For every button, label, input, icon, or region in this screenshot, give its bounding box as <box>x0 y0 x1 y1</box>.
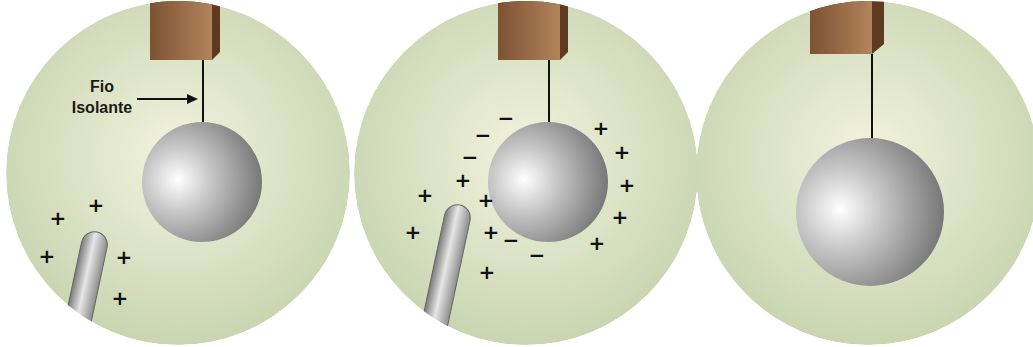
charge-sign: − <box>498 108 515 128</box>
charge-sign: + <box>417 185 434 205</box>
panel <box>6 0 350 347</box>
charge-sign: + <box>483 222 500 242</box>
charge-sign: + <box>612 207 629 227</box>
charge-sign: − <box>503 230 520 250</box>
charge-sign: + <box>455 170 472 190</box>
charge-sign: + <box>39 246 56 266</box>
charge-sign: + <box>478 190 495 210</box>
charge-sign: + <box>50 208 67 228</box>
charge-sign: − <box>475 125 492 145</box>
part-label: Fio Isolante <box>70 77 134 119</box>
charge-sign: + <box>112 288 129 308</box>
charge-sign: + <box>116 247 133 267</box>
charge-sign: + <box>88 195 105 215</box>
panel <box>354 0 698 347</box>
charge-sign: + <box>614 142 631 162</box>
charge-sign: + <box>619 175 636 195</box>
charge-sign: − <box>529 245 546 265</box>
charge-sign: + <box>479 262 496 282</box>
charge-sign: − <box>462 147 479 167</box>
charge-sign: + <box>405 222 422 242</box>
panel <box>696 0 1033 345</box>
charge-sign: + <box>589 233 606 253</box>
charge-sign: + <box>593 118 610 138</box>
